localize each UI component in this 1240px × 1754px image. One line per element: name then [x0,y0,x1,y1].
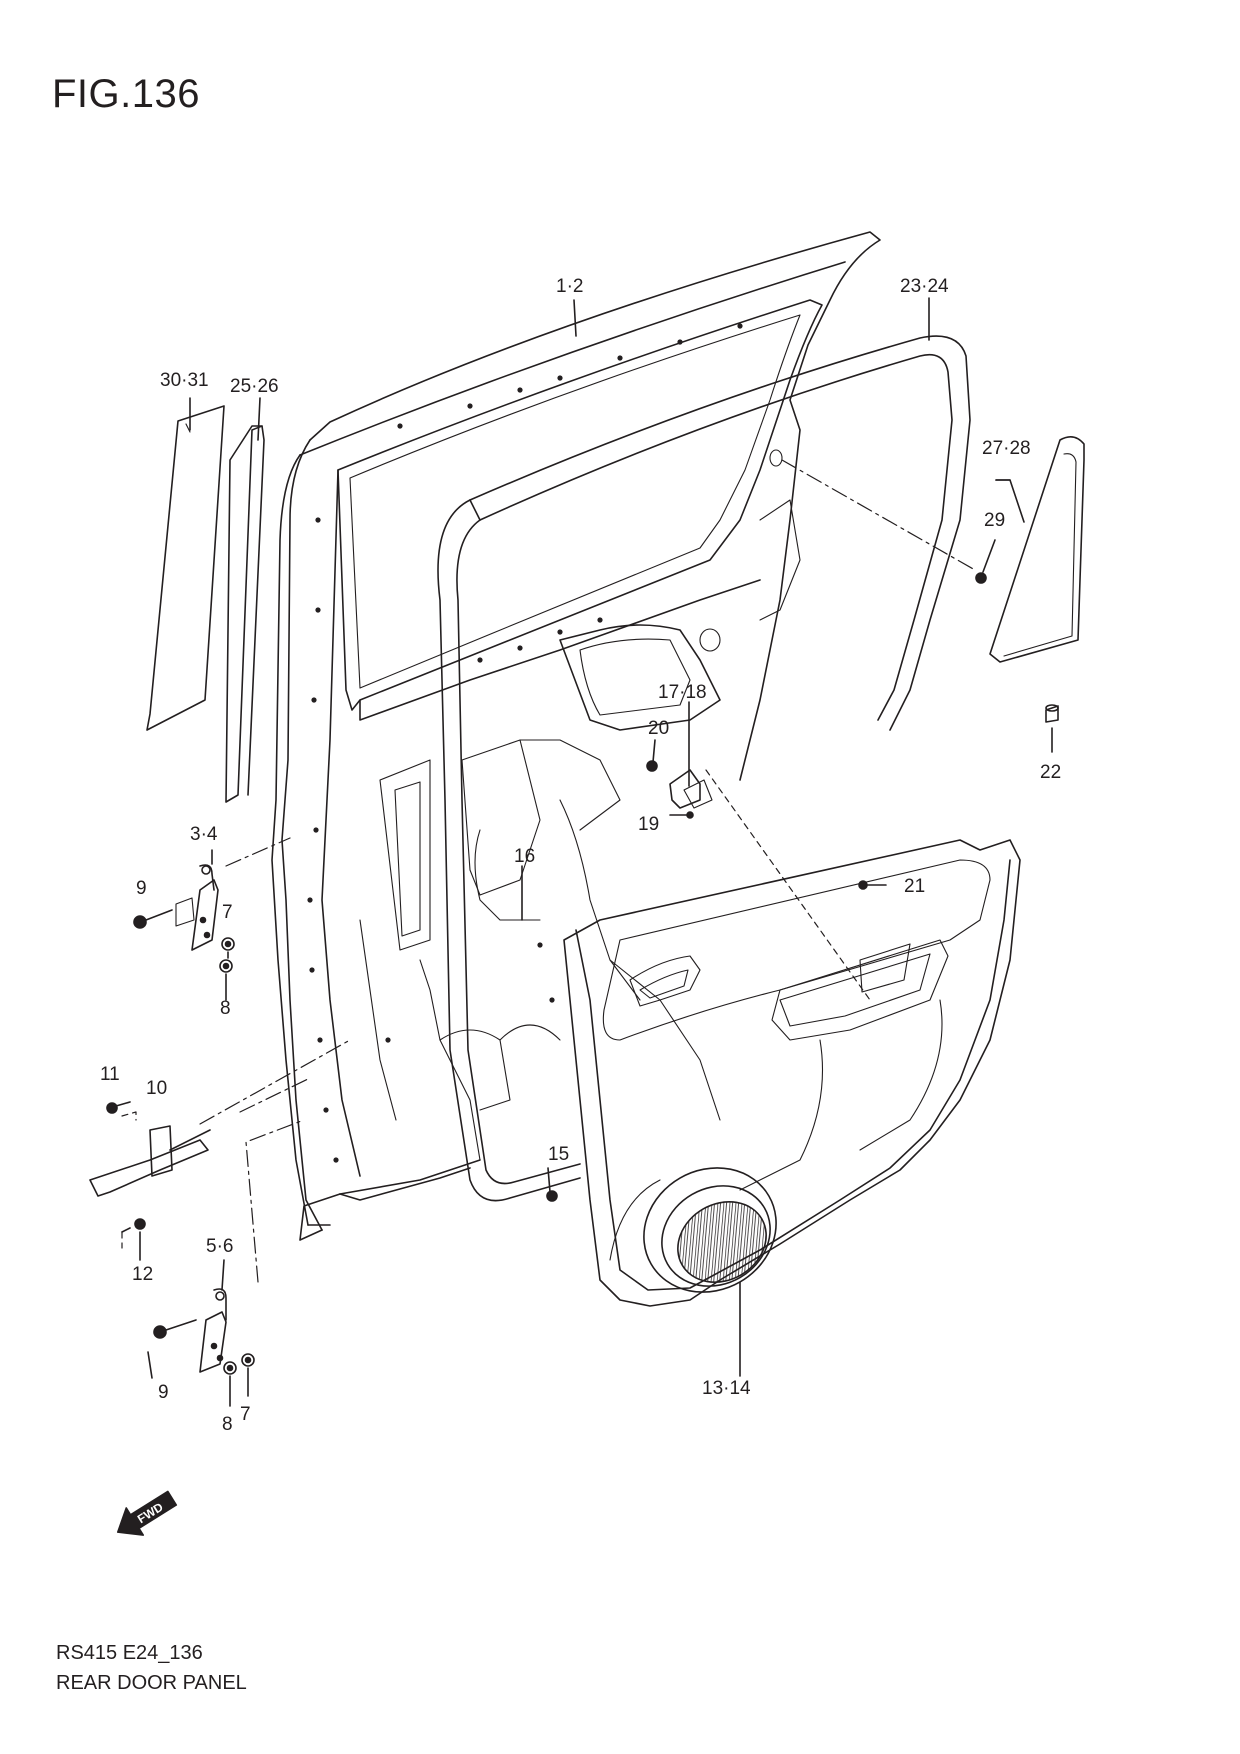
bolt-9a-part [133,909,173,929]
door-trim-panel-part [563,839,1021,1307]
nut-8b-part [223,1361,237,1375]
callout-25-26: 25·26 [230,376,279,397]
screw-21-part [858,880,887,890]
bolt-9b-part [153,1319,197,1339]
callout-8-lower: 8 [222,1414,233,1435]
fwd-arrow-icon: FWD [116,1490,178,1536]
cap-22-part [1045,704,1059,723]
callout-30-31: 30·31 [160,370,209,391]
bolt-12-part [121,1218,146,1233]
sash-tape-part [146,405,225,731]
callout-9-upper: 9 [136,878,147,899]
callout-8-upper: 8 [220,998,231,1019]
callout-5-6: 5·6 [206,1236,233,1257]
callout-16: 16 [514,846,535,867]
callout-22: 22 [1040,762,1061,783]
clip-20-part [646,760,658,772]
callout-9-lower: 9 [158,1382,169,1403]
callout-29: 29 [984,510,1005,531]
callout-11: 11 [100,1064,120,1085]
callout-15: 15 [548,1144,569,1165]
callout-19: 19 [638,814,659,835]
inner-handle-bracket-part [669,769,713,809]
screw-19-part [669,811,694,819]
callout-7-lower: 7 [240,1404,251,1425]
callout-23-24: 23·24 [900,276,949,297]
callout-labels: 1·2 23·24 30·31 25·26 27·28 29 17·18 20 … [100,276,1061,1435]
callout-13-14: 13·14 [702,1378,751,1399]
lower-hinge-part [199,1288,227,1373]
callout-17-18: 17·18 [658,682,707,703]
nut-7b-part [241,1353,255,1367]
door-check-link-part [89,1125,211,1197]
callout-21: 21 [904,876,925,897]
pillar-garnish-part [989,436,1085,663]
callout-3-4: 3·4 [190,824,218,845]
callout-27-28: 27·28 [982,438,1031,459]
upper-hinge-part [175,864,219,951]
figure-title: FIG.136 [52,72,201,116]
callout-10: 10 [146,1078,167,1099]
door-shell-part [271,231,881,1241]
clip-15-part [546,1190,558,1202]
nut-7a-part [221,937,235,951]
assembly-lines [121,459,976,1283]
diagram-name: REAR DOOR PANEL [56,1672,247,1694]
leader-lines [139,297,1053,1407]
bolt-11-part [106,1101,131,1114]
callout-7-upper: 7 [222,902,233,923]
glass-run-strip-part [225,425,265,803]
callout-12: 12 [132,1264,153,1285]
diagram-code: RS415 E24_136 [56,1642,203,1664]
callout-1-2: 1·2 [556,276,583,297]
callout-20: 20 [648,718,669,739]
clip-29-part [975,572,987,584]
door-weatherstrip-part [437,335,971,1202]
nut-8a-part [219,959,233,973]
